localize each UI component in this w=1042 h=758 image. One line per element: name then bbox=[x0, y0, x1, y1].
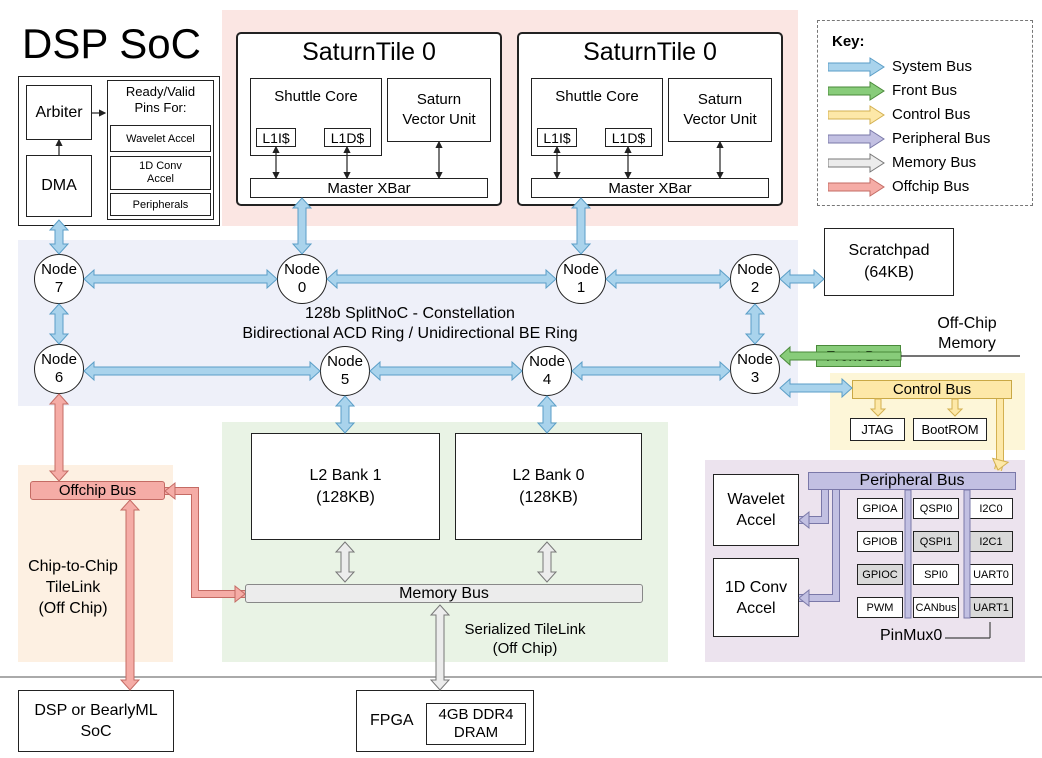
key-arrow-shape bbox=[828, 81, 885, 101]
tile-left-title: SaturnTile 0 bbox=[302, 38, 436, 66]
scratchpad: Scratchpad (64KB) bbox=[824, 228, 954, 296]
key-arrow-icon bbox=[828, 177, 885, 197]
periph-qspi1: QSPI1 bbox=[913, 531, 959, 552]
ddr4-dram: 4GB DDR4 DRAM bbox=[426, 703, 526, 745]
periph-uart0: UART0 bbox=[969, 564, 1013, 585]
key-arrow-shape bbox=[828, 105, 885, 125]
node-3: Node 3 bbox=[730, 344, 780, 394]
tile-right-title: SaturnTile 0 bbox=[583, 38, 717, 66]
node-7: Node 7 bbox=[34, 254, 84, 304]
periph-qspi0: QSPI0 bbox=[913, 498, 959, 519]
periph-canbus: CANbus bbox=[913, 597, 959, 618]
peripheral-bus: Peripheral Bus bbox=[808, 472, 1016, 490]
key-item-label: Memory Bus bbox=[892, 154, 977, 171]
serialized-tilelink-label: Serialized TileLink (Off Chip) bbox=[464, 621, 586, 657]
page-title: DSP SoC bbox=[22, 20, 201, 67]
node-2: Node 2 bbox=[730, 254, 780, 304]
l2-bank-1: L2 Bank 1 (128KB) bbox=[251, 433, 440, 540]
node-5: Node 5 bbox=[320, 346, 370, 396]
key-item: Peripheral Bus bbox=[828, 129, 1028, 149]
offchip-bus: Offchip Bus bbox=[30, 481, 165, 500]
periph-pwm: PWM bbox=[857, 597, 903, 618]
key-arrow-icon bbox=[828, 153, 885, 173]
master-xbar-right: Master XBar bbox=[531, 178, 769, 198]
peripheral-grid: GPIOA QSPI0 I2C0 GPIOB QSPI1 I2C1 GPIOC … bbox=[855, 496, 1015, 624]
wavelet-accel: Wavelet Accel bbox=[713, 474, 799, 546]
dsp-bearlyml-soc: DSP or BearlyML SoC bbox=[18, 690, 174, 752]
shuttle-core-left-label: Shuttle Core bbox=[274, 88, 358, 105]
node-6: Node 6 bbox=[34, 344, 84, 394]
periph-i2c1: I2C1 bbox=[969, 531, 1013, 552]
front-bus: Front Bus bbox=[816, 345, 901, 367]
key-item-label: Offchip Bus bbox=[892, 178, 970, 195]
key-arrow-icon bbox=[828, 81, 885, 101]
pinmux-label: PinMux0 bbox=[880, 627, 943, 644]
memory-bus: Memory Bus bbox=[245, 584, 643, 603]
key-arrow-shape bbox=[828, 153, 885, 173]
noc-label: 128b SplitNoC - Constellation Bidirectio… bbox=[242, 305, 578, 342]
key-item-label: Control Bus bbox=[892, 106, 971, 123]
periph-uart1: UART1 bbox=[969, 597, 1013, 618]
bootrom: BootROM bbox=[913, 418, 987, 441]
key-item: Control Bus bbox=[828, 105, 1028, 125]
l1i-left: L1I$ bbox=[256, 128, 296, 147]
key-item-label: System Bus bbox=[892, 58, 973, 75]
master-xbar-left: Master XBar bbox=[250, 178, 488, 198]
key-item-label: Front Bus bbox=[892, 82, 958, 99]
vector-unit-left: Saturn Vector Unit bbox=[387, 78, 491, 142]
key-title: Key: bbox=[832, 33, 865, 50]
periph-spi0: SPI0 bbox=[913, 564, 959, 585]
ready-valid-label: Ready/Valid Pins For: bbox=[125, 84, 196, 115]
node-4: Node 4 bbox=[522, 346, 572, 396]
pin-1d-conv: 1D Conv Accel bbox=[110, 156, 211, 190]
offchip-memory-label: Off-Chip Memory bbox=[937, 315, 997, 352]
key-item: System Bus bbox=[828, 57, 1028, 77]
chip-to-chip-label: Chip-to-Chip TileLink (Off Chip) bbox=[28, 558, 118, 617]
jtag: JTAG bbox=[850, 418, 905, 441]
key-arrow-icon bbox=[828, 57, 885, 77]
key-arrow-icon bbox=[828, 105, 885, 125]
arbiter-box: Arbiter bbox=[26, 85, 92, 140]
key-box bbox=[817, 20, 1033, 206]
pin-wavelet: Wavelet Accel bbox=[110, 125, 211, 152]
l1i-right: L1I$ bbox=[537, 128, 577, 147]
l2-bank-0: L2 Bank 0 (128KB) bbox=[455, 433, 642, 540]
key-item-label: Peripheral Bus bbox=[892, 130, 991, 147]
fpga-label: FPGA bbox=[370, 712, 414, 729]
vector-unit-right: Saturn Vector Unit bbox=[668, 78, 772, 142]
dma-box: DMA bbox=[26, 155, 92, 217]
key-item: Front Bus bbox=[828, 81, 1028, 101]
node-0: Node 0 bbox=[277, 254, 327, 304]
key-arrow-shape bbox=[828, 177, 885, 197]
l1d-right: L1D$ bbox=[605, 128, 652, 147]
key-arrow-icon bbox=[828, 129, 885, 149]
shuttle-core-right-label: Shuttle Core bbox=[555, 88, 639, 105]
periph-gpioa: GPIOA bbox=[857, 498, 903, 519]
periph-gpiob: GPIOB bbox=[857, 531, 903, 552]
node-1: Node 1 bbox=[556, 254, 606, 304]
key-arrow-shape bbox=[828, 57, 885, 77]
conv-accel: 1D Conv Accel bbox=[713, 558, 799, 637]
key-item: Offchip Bus bbox=[828, 177, 1028, 197]
control-bus: Control Bus bbox=[852, 380, 1012, 399]
periph-i2c0: I2C0 bbox=[969, 498, 1013, 519]
key-arrow-shape bbox=[828, 129, 885, 149]
l1d-left: L1D$ bbox=[324, 128, 371, 147]
periph-gpioc: GPIOC bbox=[857, 564, 903, 585]
key-item: Memory Bus bbox=[828, 153, 1028, 173]
pin-peripherals: Peripherals bbox=[110, 193, 211, 216]
